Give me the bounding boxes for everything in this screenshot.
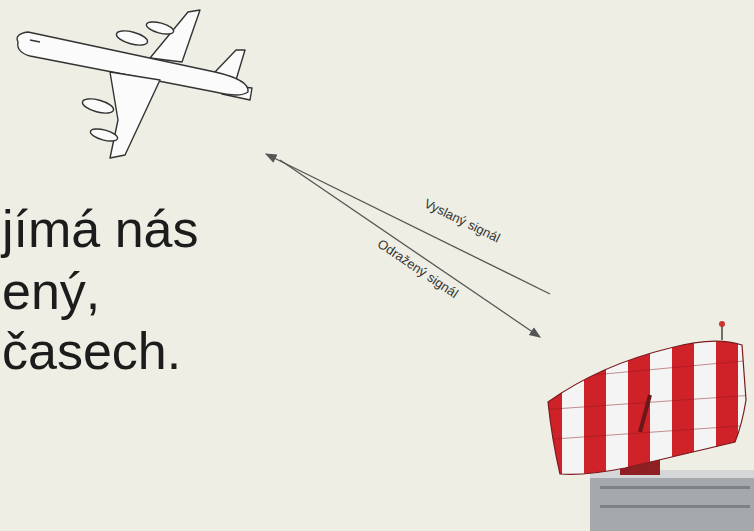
signal-label: Vyslaný signál <box>422 196 502 244</box>
signal-lines <box>266 154 550 337</box>
body-text: časech. <box>2 325 181 377</box>
body-text: jímá nás <box>2 203 199 255</box>
airplane <box>17 10 252 158</box>
body-text: ený, <box>2 265 100 317</box>
reflected-signal-line <box>280 160 540 337</box>
radar-antenna <box>540 321 754 531</box>
signal-label: Odražený signál <box>375 236 460 299</box>
sent-signal-line <box>266 154 550 294</box>
